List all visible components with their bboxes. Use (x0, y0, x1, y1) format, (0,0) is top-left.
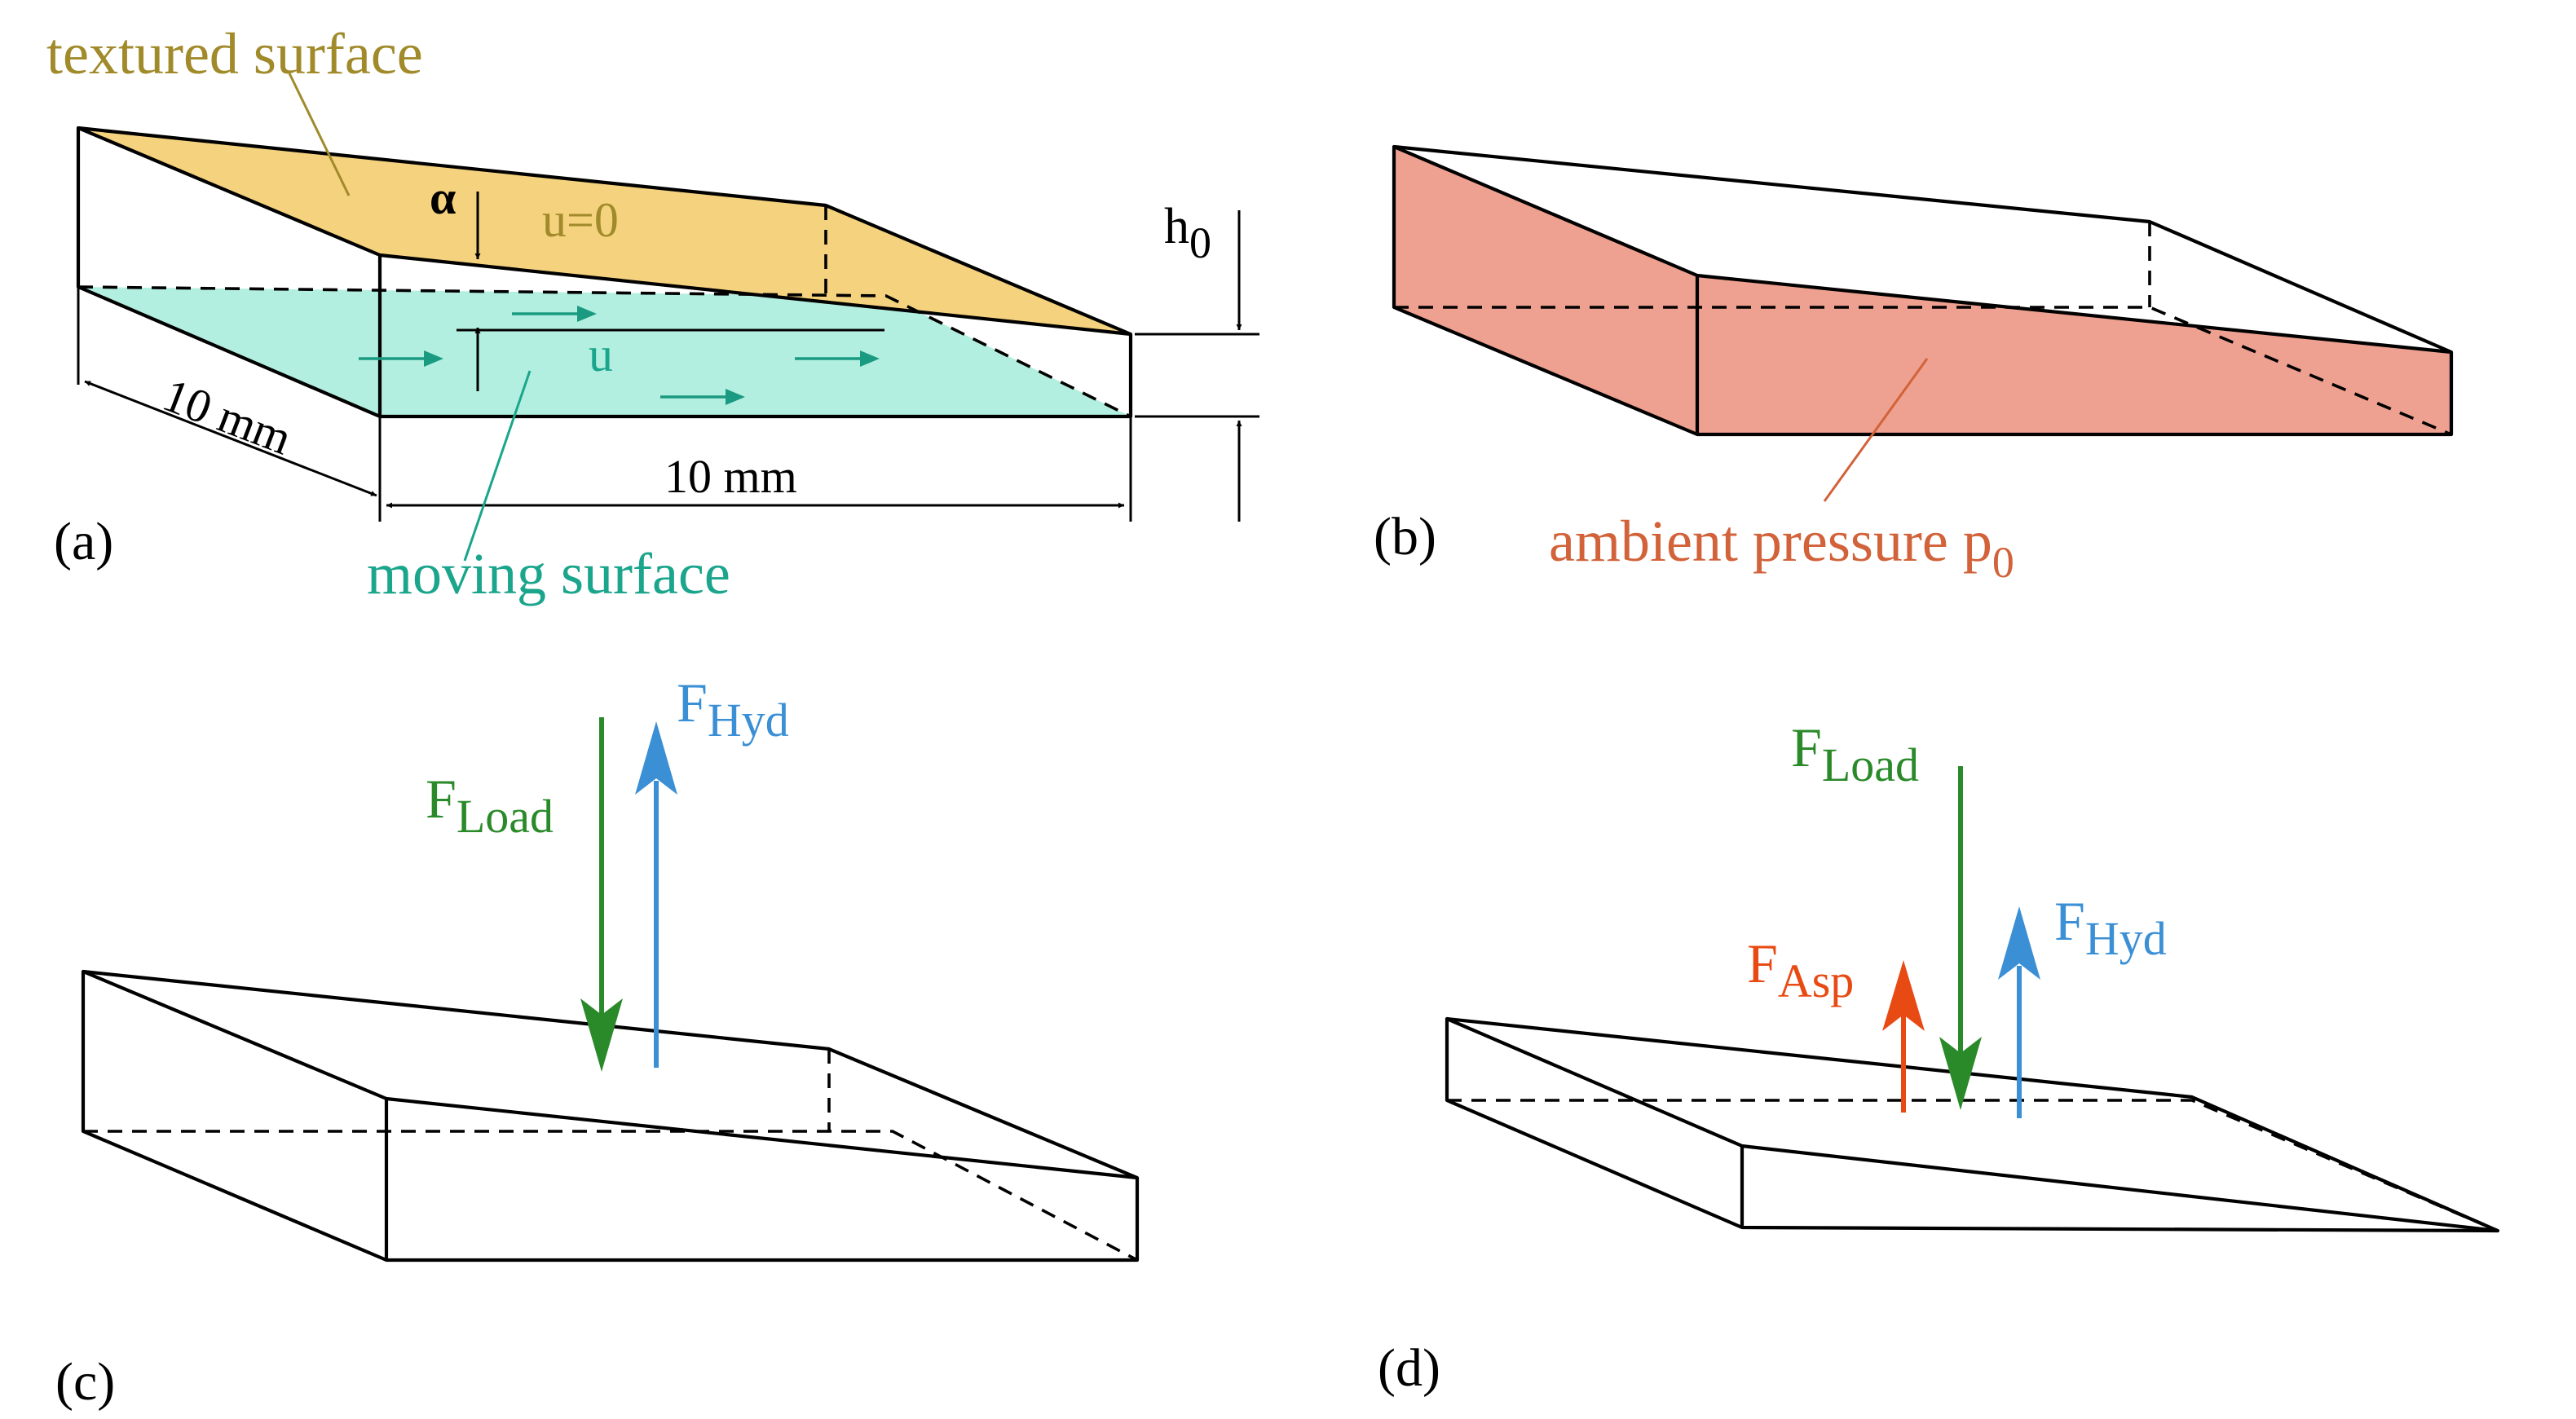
panel-d: FLoad FHyd FAsp (d) (1378, 716, 2500, 1398)
hyd-force-arrowhead-d (1998, 906, 2040, 980)
alpha-label: α (430, 171, 456, 224)
asp-force-arrowhead-d (1882, 960, 1925, 1031)
load-force-label-d: FLoad (1791, 716, 1919, 791)
panel-c-label: (c) (55, 1352, 115, 1412)
panel-d-label: (d) (1378, 1338, 1440, 1398)
box-a-hidden-edges (77, 205, 1131, 418)
box-c-front-top (82, 970, 1138, 1180)
box-d-outline (1445, 1016, 2500, 1233)
load-force-label-c: FLoad (426, 768, 554, 843)
panel-b: ambient pressure p0 (b) (1374, 144, 2454, 587)
ambient-front-face (1697, 275, 2451, 434)
flow-arrows (359, 306, 880, 405)
textured-surface-label: textured surface (46, 21, 423, 86)
ambient-left-face (1394, 147, 1697, 434)
panel-b-label: (b) (1374, 507, 1436, 566)
hyd-force-arrowhead-c (635, 721, 677, 795)
depth-dimension-label: 10 mm (156, 368, 298, 465)
box-d-hidden-edges (1447, 1099, 2499, 1232)
moving-surface-label: moving surface (367, 541, 730, 606)
hyd-force-label-c: FHyd (677, 672, 789, 747)
box-c-hidden-edges (83, 1049, 1138, 1262)
hyd-force-label-d: FHyd (2054, 890, 2167, 965)
ambient-leader (1823, 358, 1929, 502)
ambient-pressure-label: ambient pressure p0 (1549, 509, 2014, 587)
h0-label: h0 (1164, 199, 1211, 267)
panel-a: textured surface u=0 α u h0 10 mm 10 mm … (46, 21, 1259, 606)
textured-leader (288, 73, 351, 196)
load-force-arrowhead-d (1939, 1037, 1982, 1110)
u-label: u (589, 328, 613, 381)
moving-leader (463, 370, 532, 562)
load-force-arrowhead-c (580, 998, 623, 1072)
depth-dimension-line (84, 380, 377, 497)
u-zero-label: u=0 (542, 193, 619, 247)
asp-force-label-d: FAsp (1747, 932, 1854, 1007)
width-dimension-label: 10 mm (664, 450, 797, 503)
panel-a-label: (a) (54, 512, 113, 571)
box-b-hidden-edges (1394, 222, 2452, 436)
panel-c: FLoad FHyd (c) (55, 672, 1140, 1412)
